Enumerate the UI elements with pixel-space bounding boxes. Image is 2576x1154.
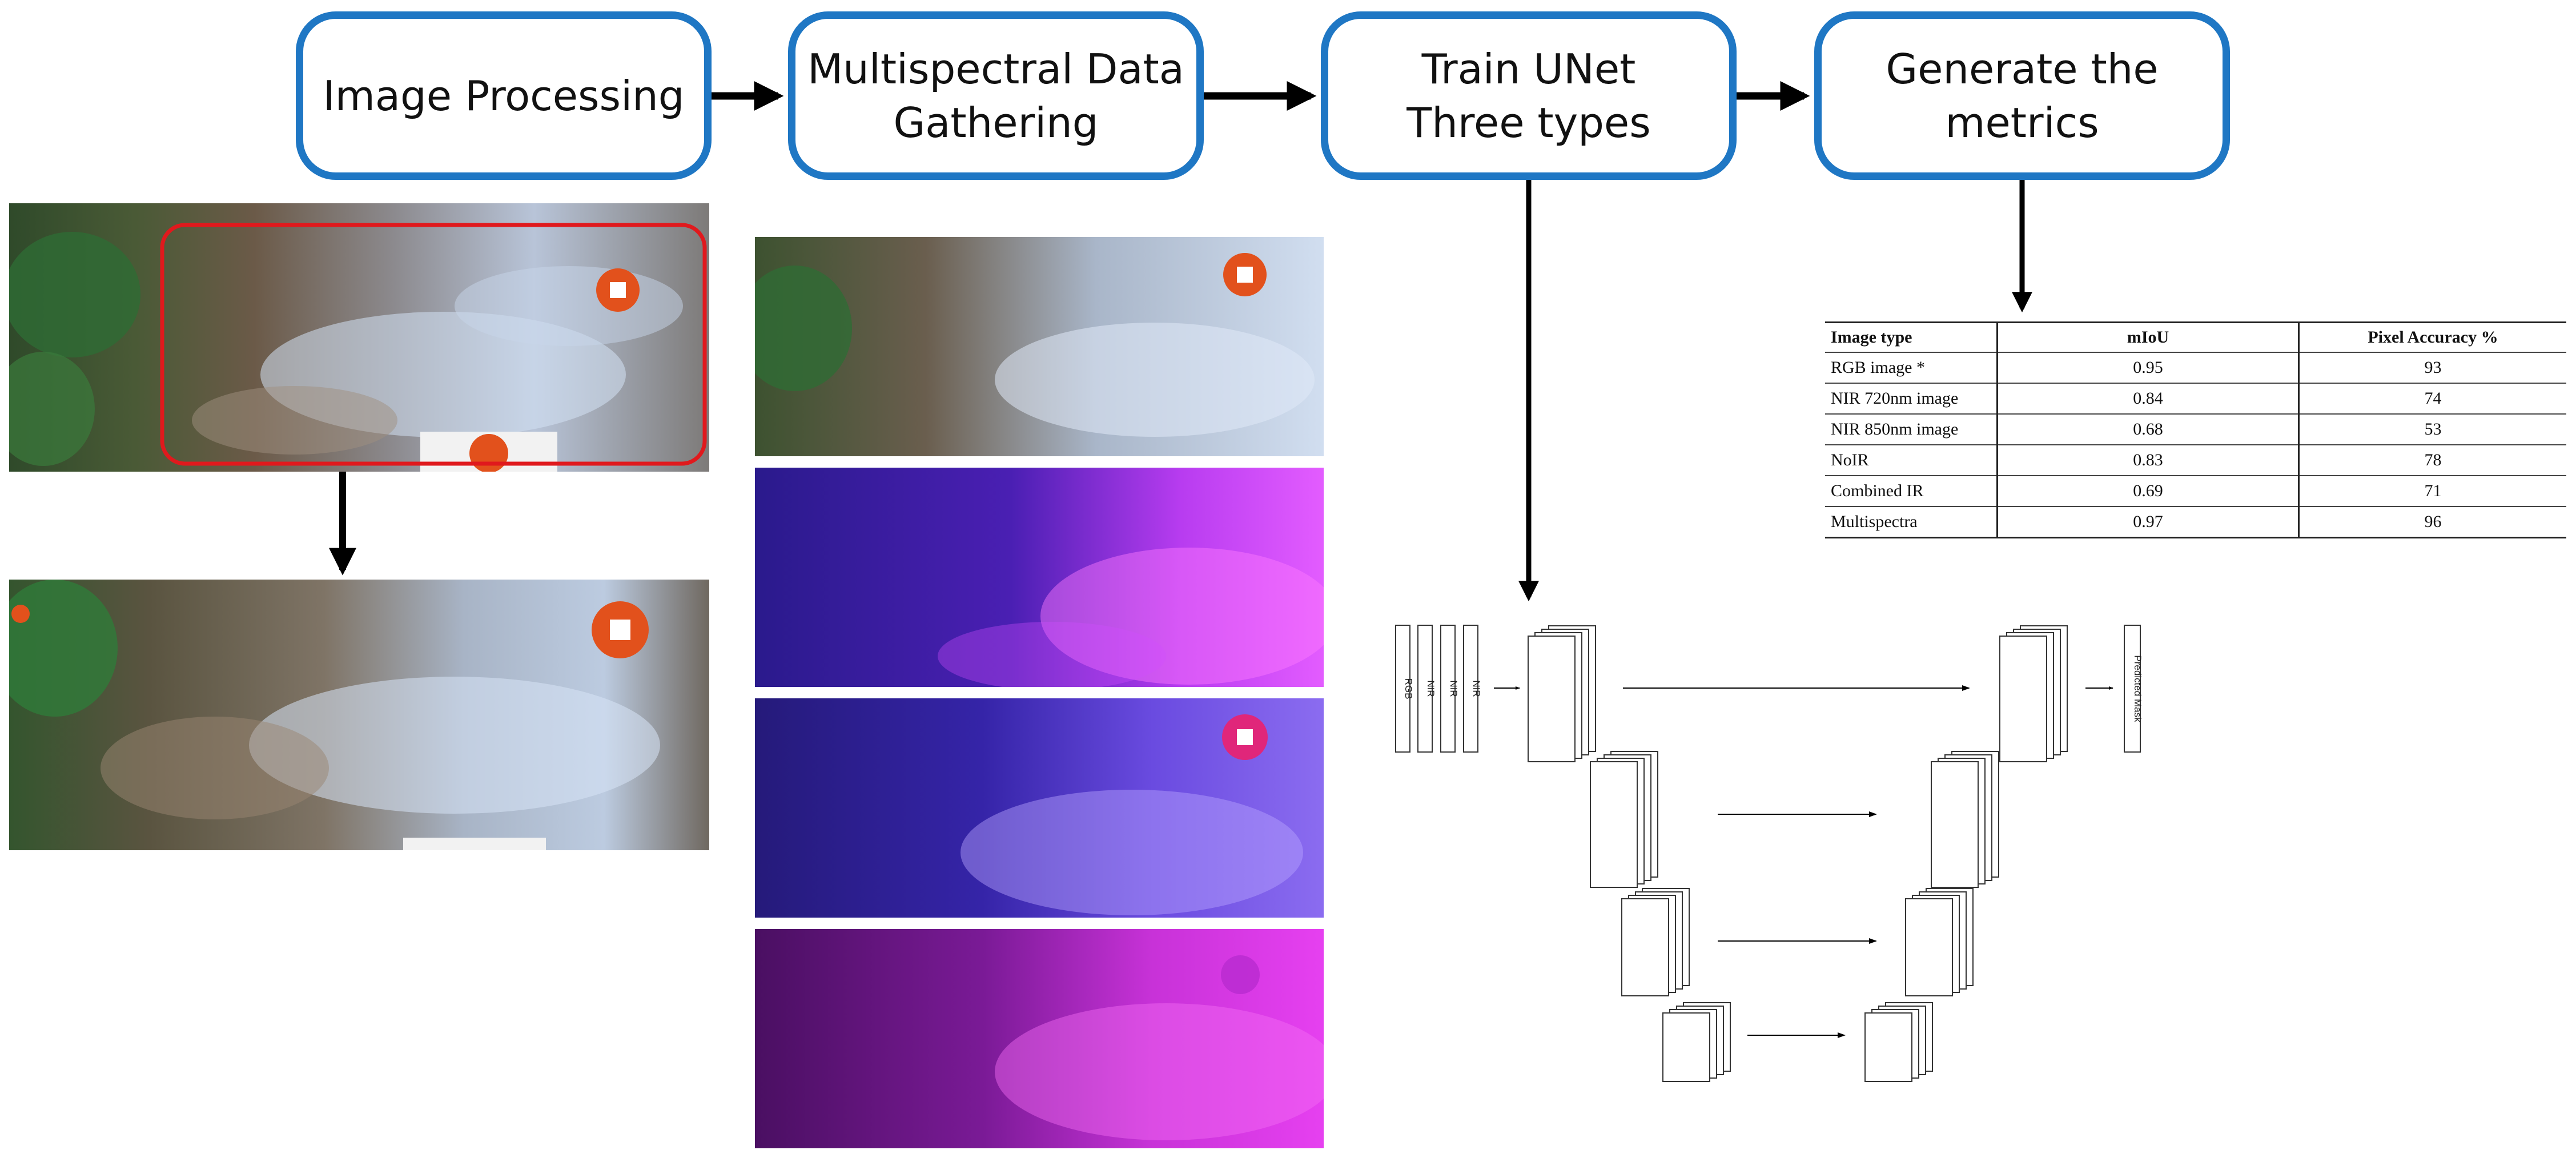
step-line: Gathering xyxy=(893,98,1099,147)
table-row: RGB image * 0.95 93 xyxy=(1825,352,2566,383)
unet-input-channel xyxy=(1395,625,1410,753)
photo-original-rgb xyxy=(9,203,709,472)
unet-input-label: RGB xyxy=(1403,678,1414,699)
unet-input-label: NIR xyxy=(1425,680,1436,697)
photo-multispectral-nir-720 xyxy=(755,468,1324,687)
table-row: Combined IR 0.69 71 xyxy=(1825,475,2566,506)
unet-output-label: Predicted Mask xyxy=(2132,655,2143,722)
cell-miou: 0.68 xyxy=(1996,413,2299,445)
photo-multispectral-noir xyxy=(755,929,1324,1148)
step-line: Image Processing xyxy=(323,71,685,120)
step-multispectral-data-gathering: Multispectral Data Gathering xyxy=(788,11,1204,180)
cell-pixel-accuracy: 93 xyxy=(2298,352,2566,383)
cell-image-type: Combined IR xyxy=(1825,475,1998,506)
cell-pixel-accuracy: 78 xyxy=(2298,444,2566,476)
table-row: NIR 720nm image 0.84 74 xyxy=(1825,383,2566,414)
cell-miou: 0.84 xyxy=(1996,383,2299,414)
unet-decoder-block-2 xyxy=(1931,751,1999,888)
step-generate-metrics: Generate the metrics xyxy=(1814,11,2230,180)
photo-multispectral-rgb xyxy=(755,237,1324,456)
unet-input-channel xyxy=(1463,625,1478,753)
unet-input-channel xyxy=(1440,625,1456,753)
table-header-row: Image type mIoU Pixel Accuracy % xyxy=(1825,322,2566,353)
cell-miou: 0.83 xyxy=(1996,444,2299,476)
step-line: Train UNet xyxy=(1421,45,1636,93)
unet-input-label: NIR xyxy=(1448,680,1459,697)
cell-miou: 0.97 xyxy=(1996,506,2299,538)
unet-encoder-block-1 xyxy=(1528,625,1596,762)
header-image-type: Image type xyxy=(1825,322,1998,353)
photo-multispectral-nir-850 xyxy=(755,698,1324,918)
unet-input-label: NIR xyxy=(1471,680,1482,697)
cell-image-type: Multispectra xyxy=(1825,506,1998,538)
step-line: metrics xyxy=(1945,98,2099,147)
step-line: Multispectral Data xyxy=(807,45,1184,93)
step-train-unet: Train UNet Three types xyxy=(1321,11,1737,180)
table-row: NoIR 0.83 78 xyxy=(1825,444,2566,476)
unet-bottleneck-left xyxy=(1662,1002,1731,1082)
cell-miou: 0.69 xyxy=(1996,475,2299,506)
cell-pixel-accuracy: 53 xyxy=(2298,413,2566,445)
cell-pixel-accuracy: 74 xyxy=(2298,383,2566,414)
header-pixel-accuracy: Pixel Accuracy % xyxy=(2298,322,2566,353)
unet-output-mask xyxy=(2124,625,2141,753)
table-row: Multispectra 0.97 96 xyxy=(1825,506,2566,538)
cell-miou: 0.95 xyxy=(1996,352,2299,383)
unet-input-channel xyxy=(1417,625,1433,753)
unet-bottleneck-right xyxy=(1864,1002,1933,1082)
cell-image-type: NoIR xyxy=(1825,444,1998,476)
table-row: NIR 850nm image 0.68 53 xyxy=(1825,413,2566,445)
unet-decoder-block-1 xyxy=(1999,625,2068,762)
unet-encoder-block-2 xyxy=(1590,751,1658,888)
step-line: Generate the xyxy=(1886,45,2159,93)
header-miou: mIoU xyxy=(1996,322,2299,353)
step-image-processing: Image Processing xyxy=(296,11,712,180)
step-line: Three types xyxy=(1406,98,1651,147)
photo-cropped-rgb xyxy=(9,580,709,850)
unet-encoder-block-3 xyxy=(1621,888,1690,996)
metrics-table: Image type mIoU Pixel Accuracy % RGB ima… xyxy=(1825,321,2566,538)
cell-pixel-accuracy: 96 xyxy=(2298,506,2566,538)
unet-decoder-block-3 xyxy=(1905,888,1974,996)
cell-pixel-accuracy: 71 xyxy=(2298,475,2566,506)
cell-image-type: NIR 720nm image xyxy=(1825,383,1998,414)
cell-image-type: RGB image * xyxy=(1825,352,1998,383)
cell-image-type: NIR 850nm image xyxy=(1825,413,1998,445)
